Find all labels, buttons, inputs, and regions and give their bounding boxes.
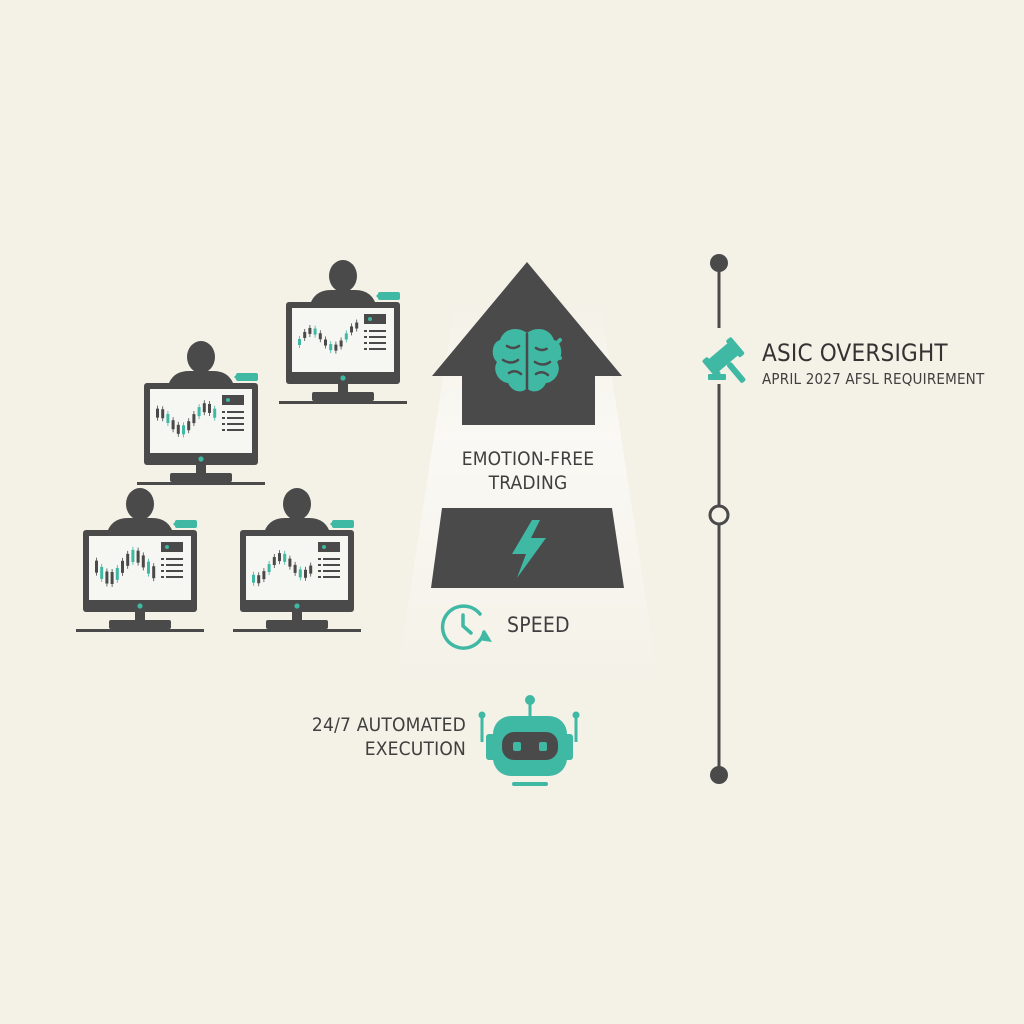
panel-dot: [226, 398, 230, 402]
badge-pointer: [173, 521, 176, 527]
panel-line: [369, 336, 386, 338]
panel-line: [369, 330, 386, 332]
notification-badge: [332, 520, 354, 528]
trader-workstation: [233, 488, 361, 632]
panel-bullet: [222, 411, 225, 413]
candlestick-chart-icon: [156, 400, 217, 438]
panel-bullet: [222, 423, 225, 425]
panel-header: [161, 542, 183, 552]
power-light: [340, 375, 346, 381]
panel-dot: [368, 317, 372, 321]
panel-header: [222, 395, 244, 405]
person-silhouette-icon: [329, 260, 357, 292]
panel-bullet: [161, 564, 164, 566]
panel-header: [318, 542, 340, 552]
panel-bullet: [318, 558, 321, 560]
panel-dot: [322, 545, 326, 549]
panel-line: [166, 564, 183, 566]
panel-bullet: [364, 342, 367, 344]
emotion-free-trading-label: EMOTION-FREE TRADING: [461, 448, 595, 494]
monitor-stand: [109, 620, 171, 629]
x-mark-icon: [540, 338, 562, 360]
panel-line: [227, 411, 244, 413]
trader-workstation: [76, 488, 204, 632]
desk-line: [137, 482, 265, 485]
timeline-node-middle: [708, 504, 730, 526]
panel-dot: [165, 545, 169, 549]
gavel-icon: [702, 337, 746, 383]
afsl-requirement-subtitle: APRIL 2027 AFSL REQUIREMENT: [762, 370, 985, 388]
asic-oversight-title: ASIC OVERSIGHT: [762, 339, 948, 367]
monitor-stand: [312, 392, 374, 401]
desk-line: [76, 629, 204, 632]
panel-bullet: [222, 429, 225, 431]
badge-pointer: [376, 293, 379, 299]
speed-label: SPEED: [507, 613, 570, 637]
trader-workstation: [279, 260, 407, 404]
panel-bullet: [161, 570, 164, 572]
panel-line: [166, 558, 183, 560]
lightning-bolt-icon: [512, 520, 546, 578]
panel-line: [369, 342, 386, 344]
notification-badge: [175, 520, 197, 528]
desk-line: [233, 629, 361, 632]
panel-bullet: [318, 576, 321, 578]
candlestick-chart-icon: [95, 546, 156, 588]
panel-bullet: [364, 348, 367, 350]
panel-bullet: [364, 330, 367, 332]
timeline-node-start: [710, 254, 728, 272]
person-silhouette-icon: [126, 488, 154, 520]
monitor-neck: [135, 612, 145, 621]
gavel-base: [708, 374, 726, 380]
monitor-neck: [196, 465, 206, 474]
panel-line: [323, 570, 340, 572]
panel-bullet: [364, 336, 367, 338]
panel-line: [323, 576, 340, 578]
person-silhouette-icon: [187, 341, 215, 373]
trader-workstation: [137, 341, 265, 485]
candlestick-chart-icon: [298, 319, 359, 354]
power-light: [198, 456, 204, 462]
notification-badge: [236, 373, 258, 381]
panel-bullet: [318, 564, 321, 566]
panel-line: [323, 564, 340, 566]
person-silhouette-icon: [283, 488, 311, 520]
power-light: [137, 603, 143, 609]
panel-line: [369, 348, 386, 350]
robot-icon: [478, 695, 580, 786]
panel-bullet: [161, 576, 164, 578]
monitor-stand: [170, 473, 232, 482]
monitor-neck: [338, 384, 348, 393]
timeline: [703, 254, 735, 784]
panel-line: [166, 570, 183, 572]
panel-bullet: [222, 417, 225, 419]
panel-bullet: [161, 558, 164, 560]
monitor-neck: [292, 612, 302, 621]
badge-pointer: [330, 521, 333, 527]
panel-line: [166, 576, 183, 578]
timeline-node-end: [710, 766, 728, 784]
automation-label: 24/7 AUTOMATED EXECUTION: [306, 714, 466, 762]
clock-refresh-icon: [440, 604, 492, 650]
automation-label-line-1: 24/7 AUTOMATED: [311, 714, 466, 736]
badge-pointer: [234, 374, 237, 380]
candlestick-chart-icon: [252, 550, 313, 587]
monitor-stand: [266, 620, 328, 629]
panel-line: [227, 429, 244, 431]
traders-group: [76, 260, 407, 632]
panel-line: [227, 417, 244, 419]
power-light: [294, 603, 300, 609]
automation-label-line-2: EXECUTION: [364, 737, 466, 760]
panel-bullet: [318, 570, 321, 572]
panel-line: [227, 423, 244, 425]
desk-line: [279, 401, 407, 404]
notification-badge: [378, 292, 400, 300]
panel-line: [323, 558, 340, 560]
panel-header: [364, 314, 386, 324]
